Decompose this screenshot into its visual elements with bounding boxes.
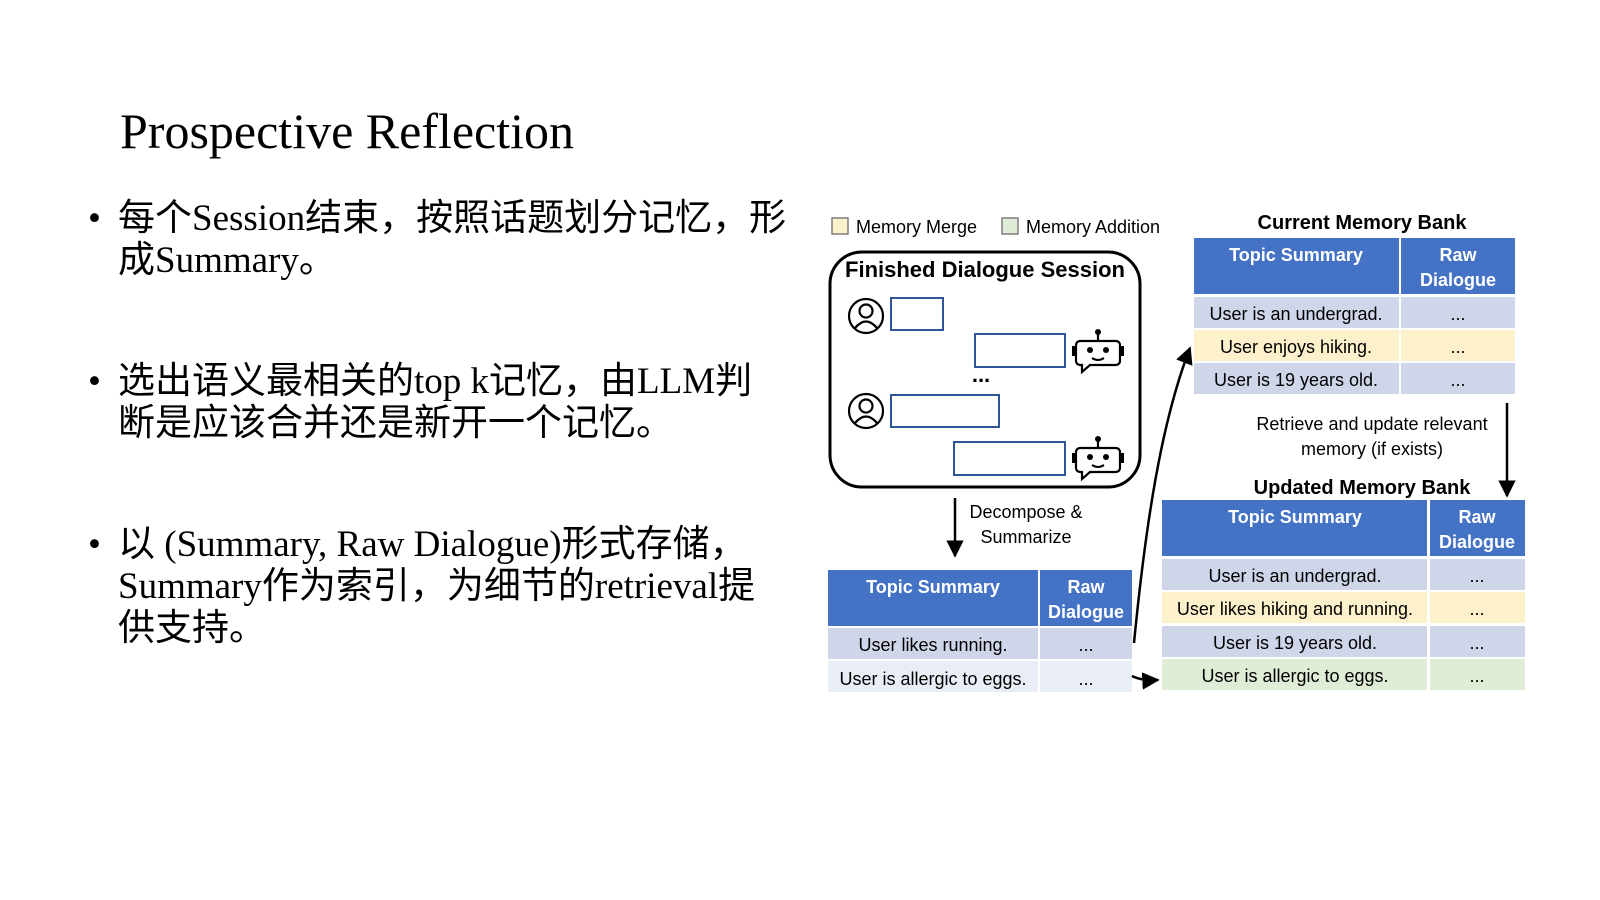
table-header-raw: Raw <box>1458 507 1496 527</box>
table-header-raw: Raw <box>1067 577 1105 597</box>
table-cell-raw: ... <box>1469 599 1484 619</box>
table-cell-raw: ... <box>1469 566 1484 586</box>
table-cell-topic: User is an undergrad. <box>1208 566 1381 586</box>
bullet-text: 选出语义最相关的top k记忆，由LLM判断是应该合并还是新开一个记忆。 <box>118 361 753 444</box>
current-bank-table: Topic Summary Raw Dialogue User is an un… <box>1194 238 1515 394</box>
slide-title: Prospective Reflection <box>120 103 575 159</box>
table-cell-raw: ... <box>1469 633 1484 653</box>
legend-swatch-addition <box>1001 217 1019 235</box>
table-cell-raw: ... <box>1469 666 1484 686</box>
updated-bank-title: Updated Memory Bank <box>1254 477 1472 499</box>
bot-message-box <box>974 333 1066 368</box>
session-ellipsis: ... <box>972 362 990 387</box>
user-message-box <box>890 394 1000 428</box>
bullet-item: •选出语义最相关的top k记忆，由LLM判断是应该合并还是新开一个记忆。 <box>88 361 753 444</box>
bot-message-box <box>953 441 1066 476</box>
table-header-raw: Dialogue <box>1048 602 1124 622</box>
table-cell-topic: User likes running. <box>858 635 1007 655</box>
bullet-item: •每个Session结束，按照话题划分记忆，形成Summary。 <box>88 198 787 281</box>
legend-label-merge: Memory Merge <box>856 217 977 237</box>
table-cell-topic: User is 19 years old. <box>1214 370 1378 390</box>
retrieve-label-line1: Retrieve and update relevant <box>1256 414 1487 434</box>
table-cell-raw: ... <box>1078 635 1093 655</box>
current-bank-title: Current Memory Bank <box>1258 212 1468 234</box>
bullet-list: •每个Session结束，按照话题划分记忆，形成Summary。 •选出语义最相… <box>88 198 788 650</box>
bullet-text: 每个Session结束，按照话题划分记忆，形成Summary。 <box>118 198 787 281</box>
legend-label-addition: Memory Addition <box>1026 217 1160 237</box>
table-cell-topic: User is 19 years old. <box>1213 633 1377 653</box>
updated-bank-table: Topic Summary Raw Dialogue User is an un… <box>1162 500 1525 690</box>
table-header-raw: Dialogue <box>1420 270 1496 290</box>
table-cell-raw: ... <box>1450 370 1465 390</box>
table-cell-raw: ... <box>1450 337 1465 357</box>
bullet-item: •以 (Summary, Raw Dialogue)形式存储，Summary作为… <box>88 524 756 649</box>
new-topic-table: Topic Summary Raw Dialogue User likes ru… <box>828 570 1132 692</box>
legend-swatch-merge <box>831 217 849 235</box>
table-header-topic: Topic Summary <box>1229 245 1363 265</box>
table-cell-raw: ... <box>1078 669 1093 689</box>
merge-lookup-arrow <box>1132 346 1193 644</box>
decompose-label-line1: Decompose & <box>969 502 1082 522</box>
table-cell-topic: User is allergic to eggs. <box>839 669 1026 689</box>
table-cell-topic: User is an undergrad. <box>1209 304 1382 324</box>
bullet-text: 以 (Summary, Raw Dialogue)形式存储，Summary作为索… <box>118 524 756 649</box>
table-cell-raw: ... <box>1450 304 1465 324</box>
session-title: Finished Dialogue Session <box>845 257 1125 282</box>
retrieve-label-line2: memory (if exists) <box>1301 439 1443 459</box>
table-header-raw: Dialogue <box>1439 532 1515 552</box>
addition-arrow <box>1131 672 1160 690</box>
table-header-topic: Topic Summary <box>1228 507 1362 527</box>
table-cell-topic: User is allergic to eggs. <box>1201 666 1388 686</box>
user-message-box <box>890 297 944 331</box>
table-header-raw: Raw <box>1439 245 1477 265</box>
decompose-label-line2: Summarize <box>980 527 1071 547</box>
table-cell-topic: User likes hiking and running. <box>1177 599 1413 619</box>
table-header-topic: Topic Summary <box>866 577 1000 597</box>
table-cell-topic: User enjoys hiking. <box>1220 337 1372 357</box>
